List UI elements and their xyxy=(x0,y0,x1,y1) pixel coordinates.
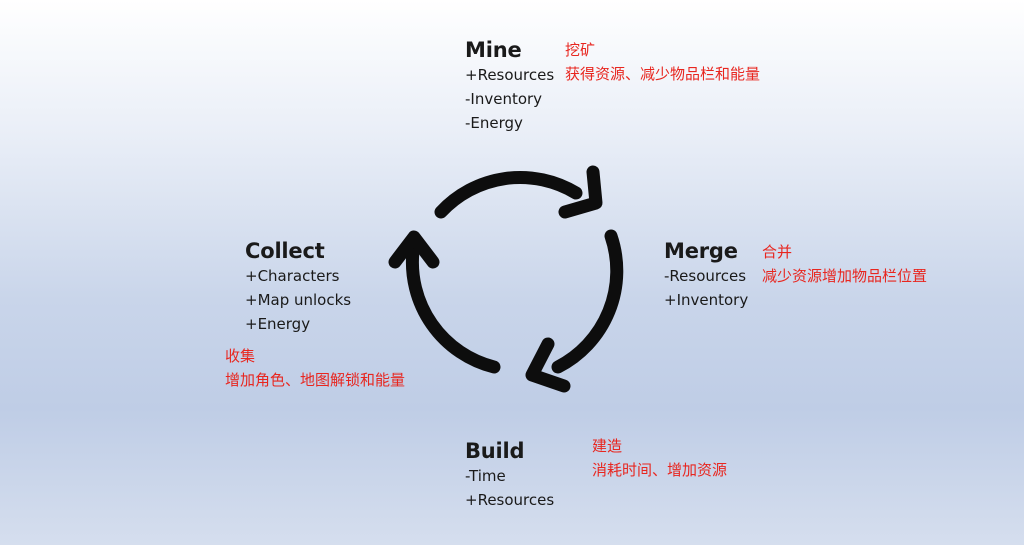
arrow-build-to-collect xyxy=(405,244,501,374)
mine-node: Mine +Resources -Inventory -Energy xyxy=(465,37,554,135)
merge-item: -Resources xyxy=(664,267,747,285)
mine-note-title: 挖矿 xyxy=(565,41,596,59)
merge-note-desc: 减少资源增加物品栏位置 xyxy=(762,267,928,285)
mine-item: -Inventory xyxy=(465,90,543,108)
build-item: +Resources xyxy=(465,491,555,509)
arrow-mine-to-merge xyxy=(434,170,583,219)
merge-item: +Inventory xyxy=(664,291,749,309)
build-node: Build -Time +Resources xyxy=(465,438,554,512)
arrowhead-collect-to-mine xyxy=(388,230,440,269)
merge-node: Merge -Resources +Inventory xyxy=(664,238,748,312)
build-note-title: 建造 xyxy=(592,437,623,455)
mine-item: -Energy xyxy=(465,114,523,132)
arrow-merge-to-build xyxy=(551,229,624,374)
arrowhead-merge-to-build xyxy=(525,337,571,393)
collect-item: +Map unlocks xyxy=(245,291,352,309)
mine-title: Mine xyxy=(465,38,522,62)
collect-note-desc: 增加角色、地图解锁和能量 xyxy=(225,371,406,389)
collect-note-title: 收集 xyxy=(225,347,256,365)
build-item: -Time xyxy=(465,467,506,485)
collect-item: +Energy xyxy=(245,315,311,333)
mine-note-desc: 获得资源、减少物品栏和能量 xyxy=(565,65,761,83)
collect-title: Collect xyxy=(245,239,325,263)
mine-note: 挖矿 获得资源、减少物品栏和能量 xyxy=(565,38,760,86)
merge-note: 合并 减少资源增加物品栏位置 xyxy=(762,240,927,288)
merge-note-title: 合并 xyxy=(762,243,793,261)
merge-title: Merge xyxy=(664,239,738,263)
build-note-desc: 消耗时间、增加资源 xyxy=(592,461,728,479)
build-note: 建造 消耗时间、增加资源 xyxy=(592,434,727,482)
collect-item: +Characters xyxy=(245,267,340,285)
arrowhead-mine-to-merge xyxy=(558,165,603,219)
mine-item: +Resources xyxy=(465,66,555,84)
build-title: Build xyxy=(465,439,525,463)
collect-node: Collect +Characters +Map unlocks +Energy xyxy=(245,238,351,336)
collect-note: 收集 增加角色、地图解锁和能量 xyxy=(225,344,405,392)
